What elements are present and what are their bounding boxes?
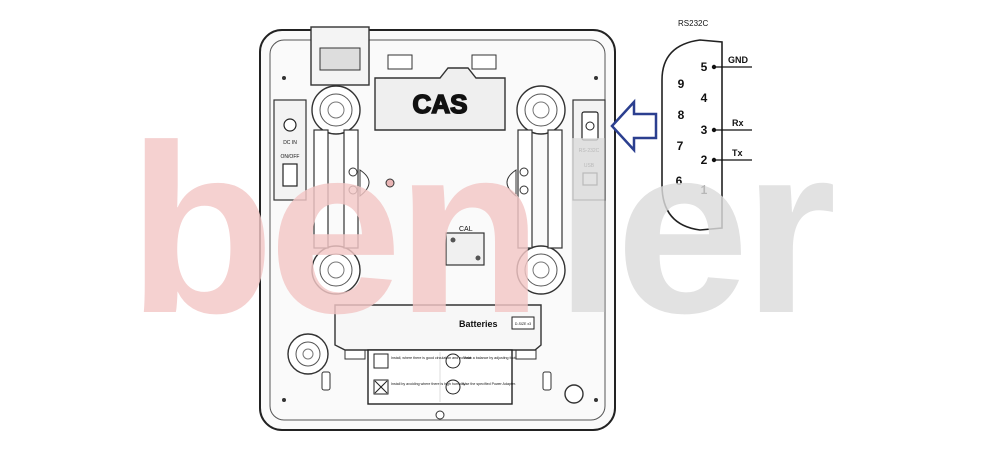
- pin-2: 2: [701, 153, 708, 167]
- pin-3: 3: [701, 123, 708, 137]
- connector-title: RS232C: [678, 19, 708, 28]
- rs232c-port: [581, 111, 599, 141]
- pin-7: 7: [677, 139, 684, 153]
- foot-bottom-left: [311, 245, 361, 295]
- pin-1: 1: [701, 183, 708, 197]
- instruction-text-2: Make a balance by adjusting foot.: [463, 356, 517, 360]
- pin-9: 9: [678, 77, 685, 91]
- pin-6: 6: [676, 174, 683, 188]
- round-foot: [287, 333, 329, 375]
- watermark-suffix: ler: [555, 95, 833, 363]
- dc-in-jack: [283, 118, 297, 132]
- connector-shell: [661, 39, 723, 231]
- watermark-prefix: ben: [128, 95, 537, 363]
- signal-gnd: GND: [728, 55, 749, 65]
- pin-5: 5: [701, 60, 708, 74]
- batteries-label: Batteries: [459, 319, 498, 329]
- db9-connector: RS232C 1 2 3 4 5 6 7 8 9 GND Rx Tx: [661, 19, 752, 231]
- cal-label: CAL: [459, 226, 473, 233]
- indicator-dot: [385, 178, 395, 188]
- foot-top-left: [311, 85, 361, 135]
- instruction-text-1: Install, where there is good circulation…: [391, 356, 472, 360]
- pointer-arrow: [610, 98, 658, 154]
- dc-in-label: DC IN: [283, 140, 297, 146]
- sun-icon: [373, 353, 389, 369]
- scale-bottom-view: CAS: [259, 26, 616, 431]
- battery-spec: D-SIZE x3: [515, 322, 531, 326]
- cal-panel: CAL: [445, 226, 485, 266]
- battery-compartment: Batteries D-SIZE x3: [334, 304, 542, 351]
- dc-icon: [445, 379, 461, 395]
- instruction-text-4: Use the specified Power Adapter.: [463, 382, 516, 386]
- power-panel: DC IN ON/OFF: [273, 99, 307, 201]
- logo-plate: [374, 67, 506, 131]
- level-bubble: [564, 384, 584, 404]
- pin-8: 8: [678, 108, 685, 122]
- signal-tx: Tx: [732, 148, 743, 158]
- usb-label: USB: [584, 163, 595, 169]
- foot-bottom-right: [516, 245, 566, 295]
- watermark: ben ler: [128, 95, 839, 363]
- pin-4: 4: [701, 91, 708, 105]
- instruction-text-3: Install by avoiding where there is high …: [391, 382, 466, 386]
- signal-rx: Rx: [732, 118, 744, 128]
- level-icon: [445, 353, 461, 369]
- cas-logo: CAS: [413, 89, 468, 119]
- onoff-label: ON/OFF: [281, 154, 300, 160]
- port-panel: RS-232C USB: [572, 99, 606, 201]
- usb-port: [582, 172, 598, 186]
- power-switch: [282, 163, 298, 187]
- rs232c-port-label: RS-232C: [579, 148, 600, 154]
- foot-top-right: [516, 85, 566, 135]
- instruction-label: Install, where there is good circulation…: [367, 349, 517, 405]
